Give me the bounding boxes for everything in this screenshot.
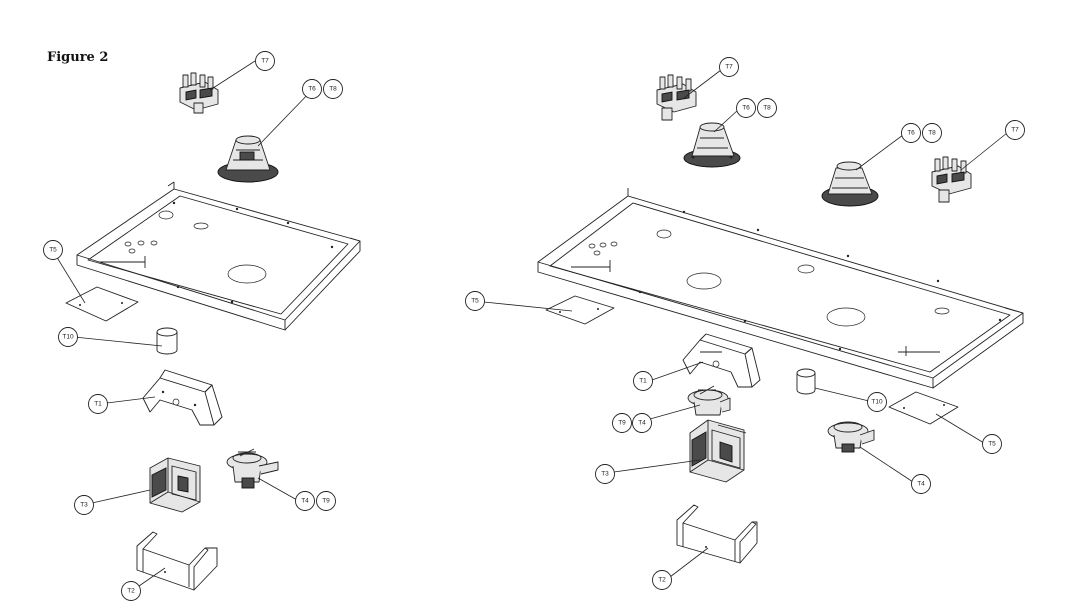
- svg-text:T10: T10: [62, 334, 74, 341]
- valve-cluster-t7-right: [931, 156, 972, 203]
- label-t10-left: T10: [58, 327, 78, 347]
- left-callouts: T7 T6 T8 T5 T10 T1 T3 T4 T9 T2: [43, 51, 343, 601]
- left-assembly: T7 T6 T8 T5 T10 T1 T3 T4 T9 T2: [43, 51, 361, 601]
- cover-plate-t5-a: [545, 295, 615, 325]
- pump-t4-upper: [687, 385, 731, 416]
- channel-t2-right: [676, 504, 758, 564]
- svg-text:T4: T4: [638, 420, 646, 427]
- cone-housing-t6-top: [683, 122, 741, 168]
- label-t5-left: T5: [43, 240, 63, 260]
- svg-text:T1: T1: [94, 401, 102, 408]
- cylinder-t10-right: [796, 368, 816, 395]
- label-t6-right-mid: T6: [901, 123, 921, 143]
- cone-housing-t6-mid: [821, 161, 879, 207]
- cone-housing-t6: [217, 135, 279, 183]
- label-t4-right-a: T4: [632, 413, 652, 433]
- label-t4-right-b: T4: [911, 474, 931, 494]
- svg-text:T3: T3: [601, 471, 609, 478]
- svg-text:T8: T8: [928, 130, 936, 137]
- label-t5-right-a: T5: [465, 291, 485, 311]
- svg-text:T3: T3: [80, 502, 88, 509]
- svg-text:T8: T8: [763, 105, 771, 112]
- label-t8-right-top: T8: [757, 98, 777, 118]
- svg-text:T7: T7: [1011, 127, 1019, 134]
- svg-text:T8: T8: [329, 86, 337, 93]
- label-t3-right: T3: [595, 464, 615, 484]
- label-t3-left: T3: [74, 495, 94, 515]
- label-t8-left: T8: [323, 79, 343, 99]
- label-t9-right: T9: [612, 413, 632, 433]
- label-t6-right-top: T6: [736, 98, 756, 118]
- svg-text:T5: T5: [471, 298, 479, 305]
- cover-plate-t5-left: [65, 286, 139, 322]
- label-t10-right: T10: [867, 392, 887, 412]
- bracket-t1-right: [682, 333, 761, 388]
- label-t7-left: T7: [255, 51, 275, 71]
- transformer-t3-right: [689, 419, 747, 483]
- right-base-plate: [537, 188, 1024, 389]
- svg-text:T7: T7: [261, 58, 269, 65]
- label-t1-right: T1: [633, 371, 653, 391]
- channel-t2-left: [136, 531, 218, 591]
- pump-t4-right: [827, 421, 875, 453]
- svg-text:T2: T2: [127, 588, 135, 595]
- svg-text:T1: T1: [639, 378, 647, 385]
- svg-text:T7: T7: [725, 64, 733, 71]
- right-assembly: T7 T6 T8 T6 T8 T7 T5 T1 T9 T4 T3 T10 T5 …: [465, 57, 1025, 590]
- label-t7-right-side: T7: [1005, 120, 1025, 140]
- svg-text:T2: T2: [658, 577, 666, 584]
- svg-text:T4: T4: [917, 481, 925, 488]
- cover-plate-t5-b: [888, 391, 959, 425]
- svg-text:T6: T6: [308, 86, 316, 93]
- label-t4-left: T4: [295, 491, 315, 511]
- label-t1-left: T1: [88, 394, 108, 414]
- left-base-plate: [76, 181, 361, 331]
- label-t5-right-b: T5: [982, 434, 1002, 454]
- svg-text:T6: T6: [742, 105, 750, 112]
- right-callouts: T7 T6 T8 T6 T8 T7 T5 T1 T9 T4 T3 T10 T5 …: [465, 57, 1025, 590]
- transformer-t3-left: [149, 457, 201, 513]
- label-t9-left: T9: [316, 491, 336, 511]
- svg-text:T5: T5: [988, 441, 996, 448]
- label-t8-right-mid: T8: [922, 123, 942, 143]
- svg-text:T6: T6: [907, 130, 915, 137]
- label-t6-left: T6: [302, 79, 322, 99]
- figure-title: Figure 2: [47, 50, 109, 65]
- svg-text:T9: T9: [322, 498, 330, 505]
- label-t2-left: T2: [121, 581, 141, 601]
- valve-cluster-t7-top: [656, 74, 697, 121]
- svg-text:T4: T4: [301, 498, 309, 505]
- svg-text:T5: T5: [49, 247, 57, 254]
- label-t7-right-top: T7: [719, 57, 739, 77]
- bracket-t1-left: [142, 369, 223, 426]
- svg-text:T9: T9: [618, 420, 626, 427]
- valve-cluster-t7: [179, 72, 219, 114]
- pump-t4-left: [226, 448, 279, 489]
- cylinder-t10-left: [156, 327, 178, 355]
- label-t2-right: T2: [652, 570, 672, 590]
- svg-text:T10: T10: [871, 399, 883, 406]
